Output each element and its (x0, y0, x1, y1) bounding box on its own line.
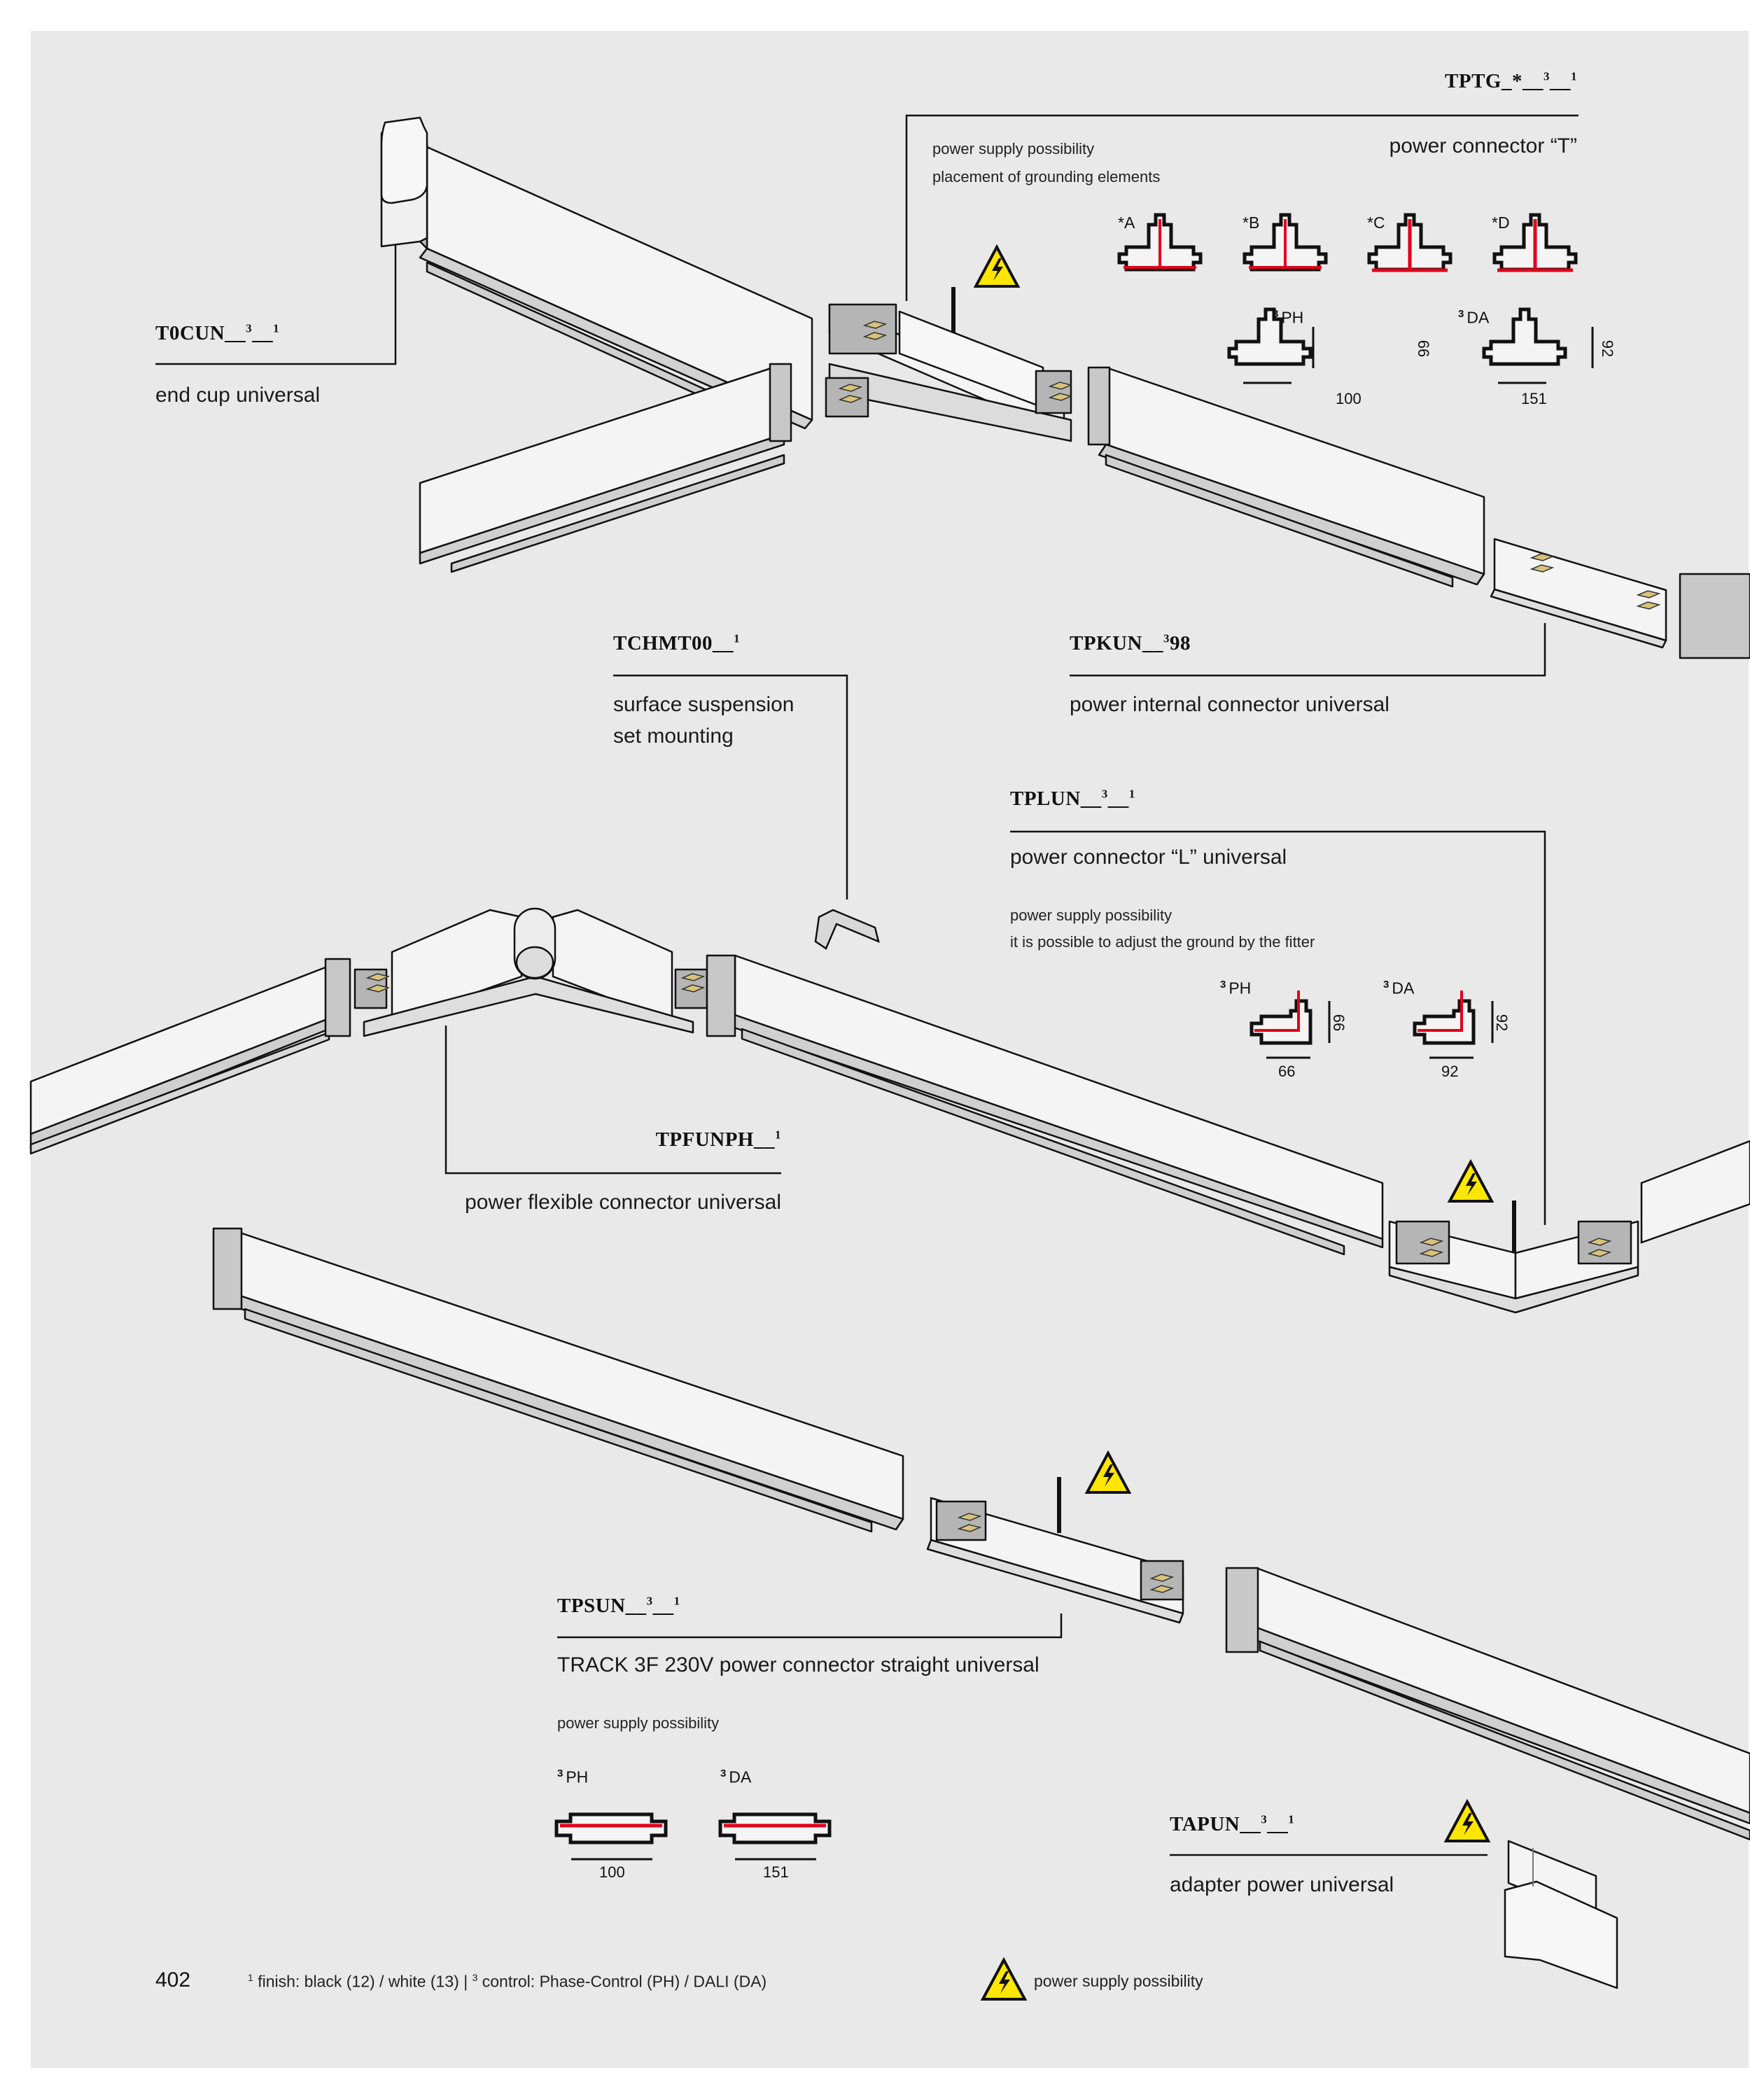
leader-tchmt00 (613, 674, 848, 899)
warning-icon-legend (981, 1959, 1026, 2001)
leader-lines (155, 114, 1578, 1856)
end-cup (380, 116, 428, 204)
warning-icon-tptg (974, 246, 1019, 288)
leader-tptg (905, 114, 1578, 301)
product-code-tapun: TAPUN__3__1 (1170, 1812, 1295, 1835)
warning-icon-tapun (1445, 1800, 1490, 1842)
product-title-t0cun: end cup universal (155, 384, 321, 407)
product-title-tchmt00-2: set mounting (613, 724, 734, 748)
legend-text: power supply possibility (1034, 1972, 1203, 1990)
suspension-clip (814, 909, 880, 950)
power-adapter (1504, 1840, 1618, 1989)
dim-tpsun-da-width: 151 (763, 1863, 789, 1881)
track-rail-flexible-right (706, 954, 1384, 1256)
product-code-tpkun: TPKUN__398 (1070, 631, 1191, 654)
note-tptg-1: power supply possibility (932, 140, 1095, 158)
leader-tpsun (557, 1614, 1063, 1639)
product-title-tptg: power connector “T” (1389, 134, 1577, 158)
track-rail-lower-right (1225, 1567, 1750, 1841)
note-tplun-2: it is possible to adjust the ground by t… (1010, 933, 1315, 951)
variant-label-b: *B (1242, 214, 1260, 232)
dim-tptg-da-width: 151 (1521, 390, 1547, 407)
product-title-tpkun: power internal connector universal (1070, 693, 1390, 716)
dim-tplun-da-height: 92 (1493, 1014, 1511, 1032)
dim-tptg-ph-height: 66 (1415, 340, 1433, 358)
variant-label-d: *D (1492, 214, 1510, 232)
note-tptg-2: placement of grounding elements (932, 168, 1161, 186)
t-connector (825, 287, 1072, 442)
track-rail-lower-left (212, 1227, 904, 1533)
product-code-tchmt00: TCHMT00__1 (613, 631, 741, 654)
variant-label-c: *C (1367, 214, 1385, 232)
product-code-t0cun: T0CUN__3__1 (155, 321, 280, 344)
leader-tplun (1010, 830, 1546, 1225)
internal-connector (1490, 538, 1750, 659)
note-tpsun-1: power supply possibility (557, 1714, 720, 1732)
flexible-connector (354, 907, 708, 1037)
dim-tptg-da-height: 92 (1599, 340, 1617, 358)
product-title-tchmt00-1: surface suspension (613, 693, 794, 716)
leader-tpfunph (444, 1026, 781, 1175)
product-code-tptg: TPTG_*__3__1 (1445, 69, 1577, 92)
product-title-tpfunph: power flexible connector universal (465, 1191, 781, 1214)
variant-label-a: *A (1118, 214, 1135, 232)
dim-tplun-ph-width: 66 (1278, 1063, 1296, 1080)
product-title-tpsun: TRACK 3F 230V power connector straight u… (557, 1653, 1040, 1676)
warning-icon-tplun (1448, 1161, 1493, 1203)
dim-tptg-ph-width: 100 (1336, 390, 1362, 407)
warning-icon-tpsun (1086, 1452, 1130, 1494)
track-rail-middle-right (1087, 366, 1485, 588)
dim-tplun-ph-height: 66 (1330, 1014, 1348, 1032)
track-rail-middle-left (419, 363, 792, 573)
page-number: 402 (155, 1968, 191, 1991)
dim-tpsun-ph-width: 100 (599, 1863, 625, 1881)
leader-tpkun (1070, 623, 1546, 677)
straight-connector (926, 1477, 1184, 1624)
track-rail-right-edge (1640, 1140, 1750, 1244)
leader-t0cun (155, 217, 397, 365)
product-title-tapun: adapter power universal (1170, 1873, 1394, 1896)
track-rail-flexible-left (29, 958, 351, 1155)
product-code-tpsun: TPSUN__3__1 (557, 1594, 680, 1617)
product-code-tpfunph: TPFUNPH__1 (655, 1128, 781, 1151)
dim-tplun-da-width: 92 (1441, 1063, 1459, 1080)
product-title-tplun: power connector “L” universal (1010, 846, 1287, 869)
product-code-tplun: TPLUN__3__1 (1010, 787, 1135, 810)
footnote: 1 finish: black (12) / white (13) | 3 co… (248, 1972, 767, 1991)
note-tplun-1: power supply possibility (1010, 906, 1172, 924)
